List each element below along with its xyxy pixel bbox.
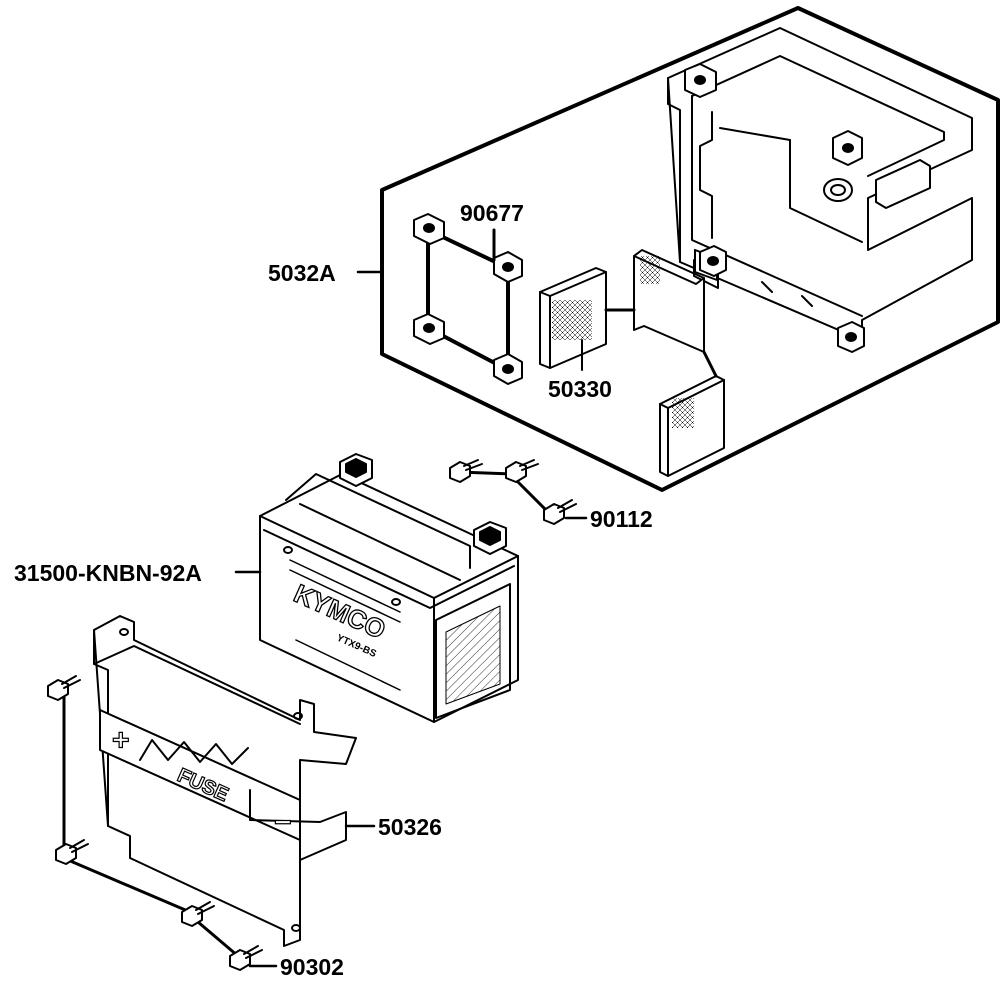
label-cushion-pads: 50330	[548, 376, 612, 402]
subassembly-outline	[380, 6, 1000, 492]
battery-bracket	[93, 615, 357, 947]
bracket-bolts	[47, 675, 263, 971]
label-battery-case: 5032A	[268, 260, 336, 286]
battery-case	[667, 27, 973, 353]
plus-sign: +	[112, 724, 130, 757]
label-bracket: 50326	[378, 814, 442, 840]
minus-sign: −	[274, 806, 292, 839]
label-bracket-bolts: 90302	[280, 954, 344, 980]
label-battery: 31500-KNBN-92A	[14, 560, 202, 586]
rubber-mounts	[413, 213, 523, 385]
label-case-bolts: 90112	[590, 506, 653, 532]
cushion-pads	[539, 249, 725, 477]
case-bolts	[449, 459, 577, 525]
label-rubber-mounts: 90677	[460, 200, 524, 226]
leader-lines	[234, 270, 588, 968]
battery	[259, 453, 519, 723]
